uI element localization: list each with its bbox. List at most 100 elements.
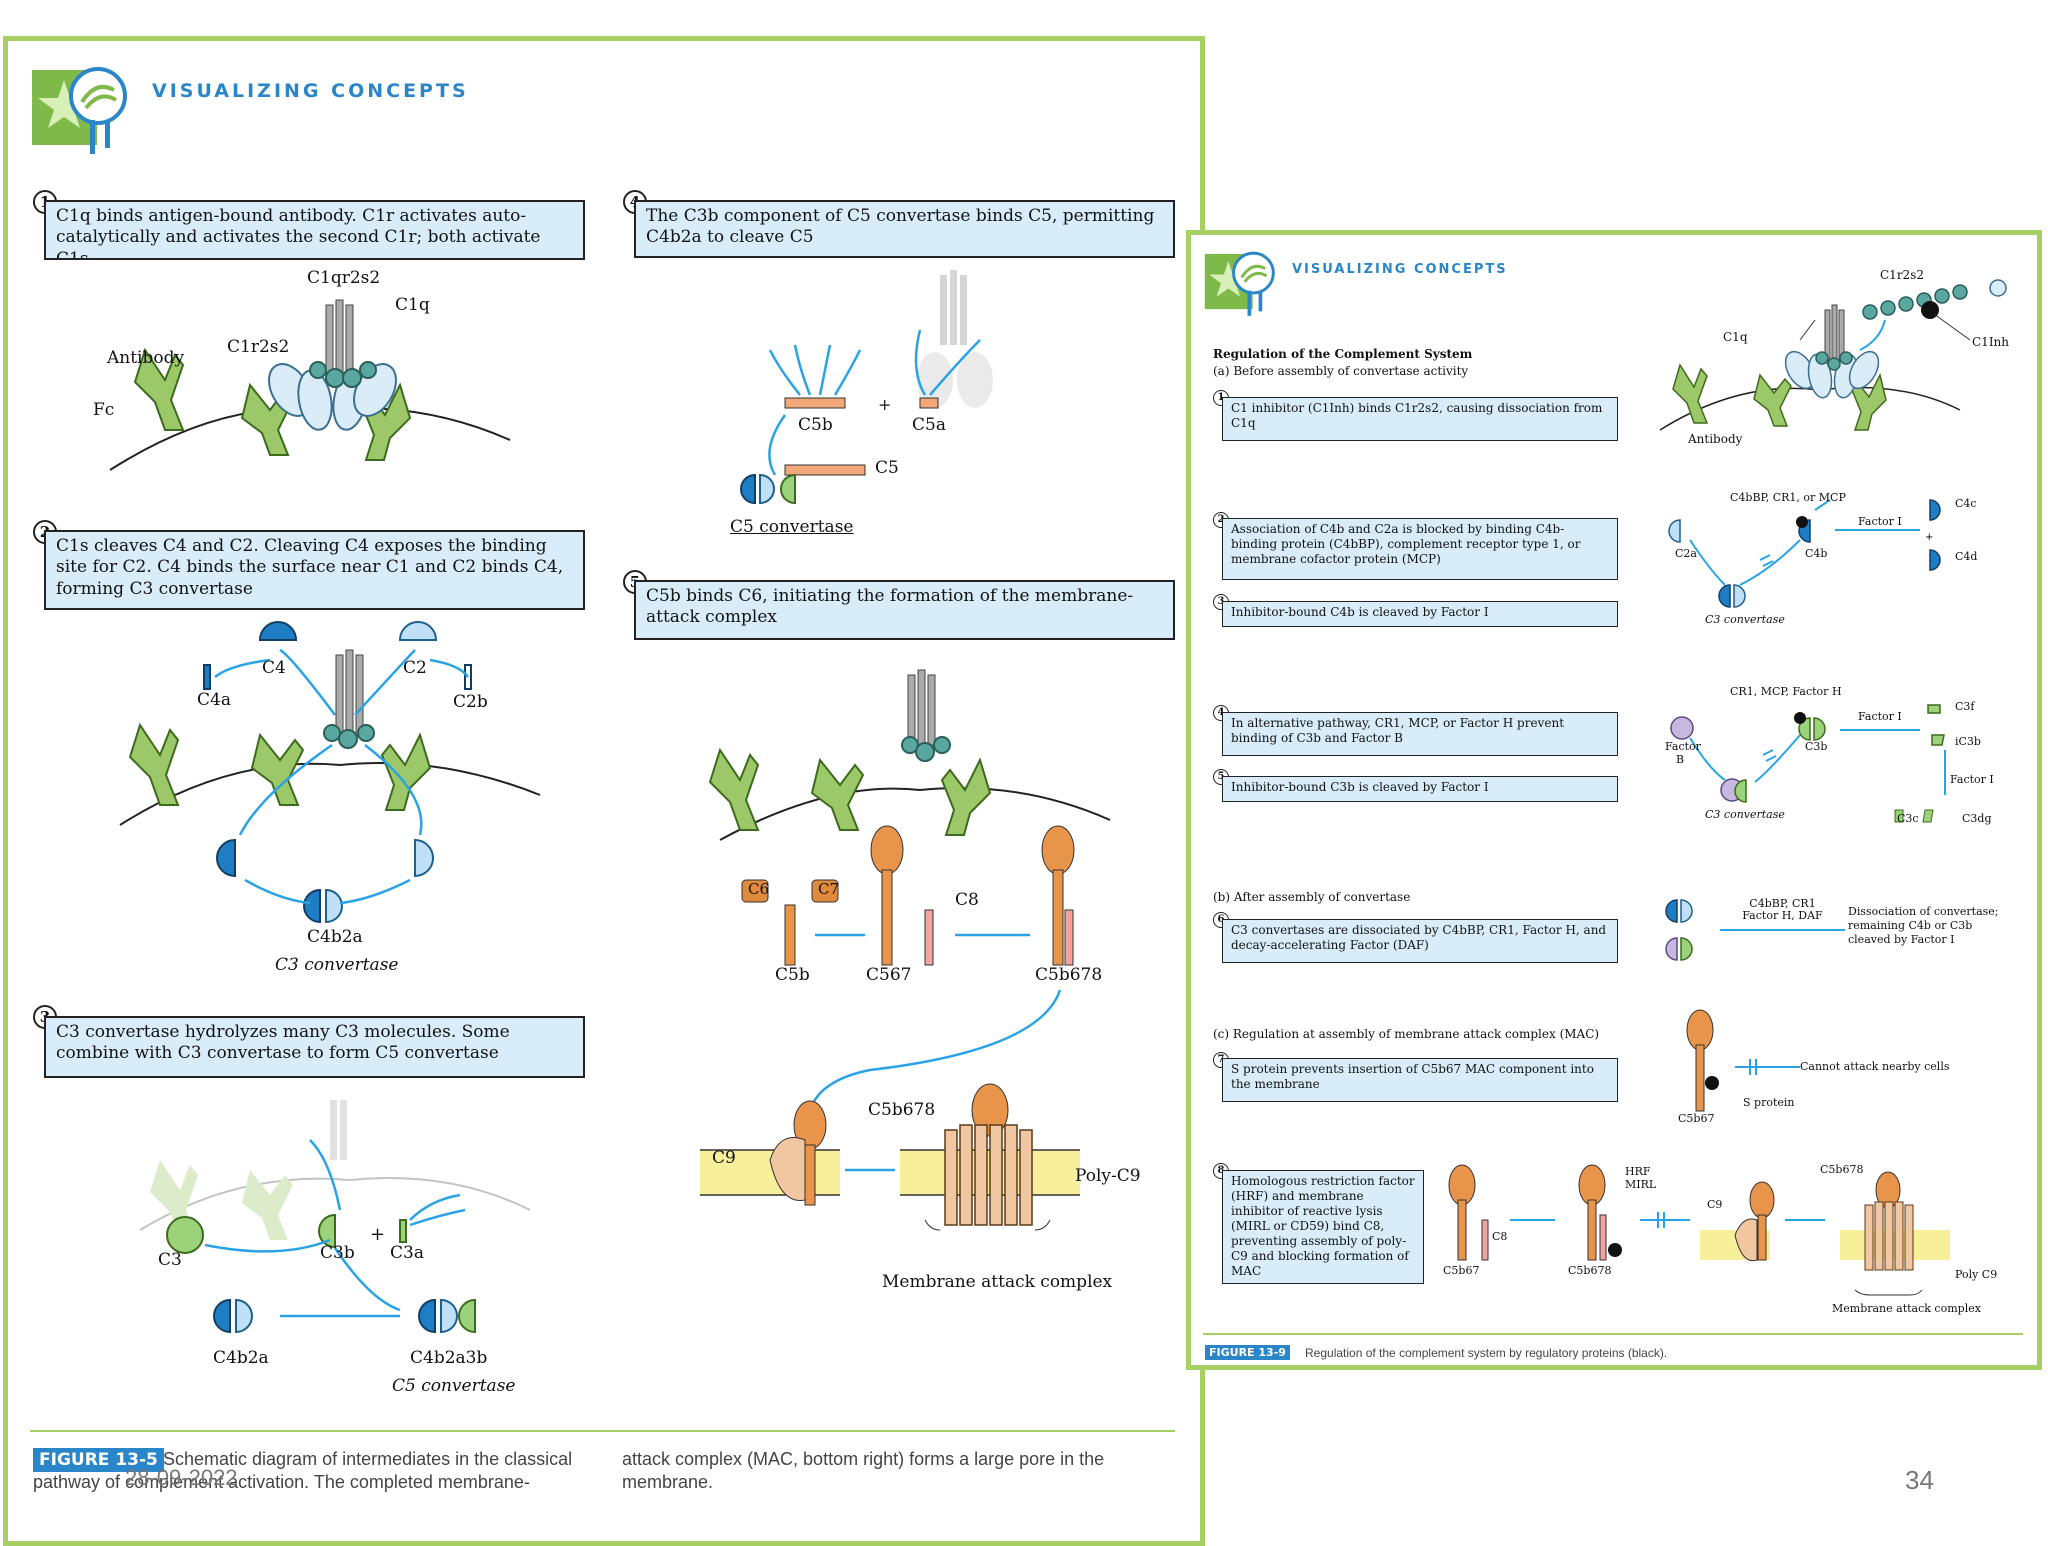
reg-c3-convertase-label-2: C3 convertase xyxy=(1705,808,1785,821)
section-b-heading: (b) After assembly of convertase xyxy=(1213,890,1411,904)
c5b678-label-2: C5b678 xyxy=(868,1100,936,1120)
reg-step-5-box: Inhibitor-bound C3b is cleaved by Factor… xyxy=(1222,776,1618,802)
reg-hrf-mirl-label: HRF MIRL xyxy=(1625,1165,1657,1192)
reg-antibody-label: Antibody xyxy=(1688,432,1743,446)
c5-label: C5 xyxy=(875,458,899,478)
reg-factor-i-label-2: Factor I xyxy=(1858,710,1902,723)
reg-step-3-box: Inhibitor-bound C4b is cleaved by Factor… xyxy=(1222,601,1618,627)
c9-label: C9 xyxy=(712,1148,736,1168)
reg-c5b67-label: C5b67 xyxy=(1678,1112,1715,1125)
c5-convertase-formation-illustration: + xyxy=(139,1100,531,1334)
c5b-label: C5b xyxy=(798,415,833,435)
reg-s-protein-label: S protein xyxy=(1743,1096,1795,1109)
section-c-heading: (c) Regulation at assembly of membrane a… xyxy=(1213,1027,1600,1041)
reg-factor-i-label-3: Factor I xyxy=(1950,773,1994,786)
visualizing-concepts-logo-icon-2 xyxy=(1204,251,1275,316)
reg-c3c-label: C3c xyxy=(1897,812,1919,825)
hrf-mirl-illustration xyxy=(1448,1164,1950,1296)
c4b2a-second-label: C4b2a xyxy=(213,1348,269,1368)
c3b-label: C3b xyxy=(320,1243,355,1263)
reg-c3dg-label: C3dg xyxy=(1962,812,1992,825)
reg-cr1-mcp-factor-h-label: CR1, MCP, Factor H xyxy=(1730,685,1842,698)
reg-c4c-label: C4c xyxy=(1955,497,1977,510)
reg-cannot-attack-label: Cannot attack nearby cells xyxy=(1800,1060,1950,1073)
c5-convertase-label: C5 convertase xyxy=(392,1376,516,1396)
c4b-regulation-illustration: + xyxy=(1668,499,1941,608)
c567-label: C567 xyxy=(866,965,912,985)
c2-label: C2 xyxy=(403,658,427,678)
c4-label: C4 xyxy=(262,658,286,678)
reg-step-6-box: C3 convertases are dissociated by C4bBP,… xyxy=(1222,919,1618,963)
c3-convertase-label: C3 convertase xyxy=(275,955,399,975)
figure-13-9-tag: FIGURE 13-9 xyxy=(1205,1345,1290,1360)
reg-step-8-box: Homologous restriction factor (HRF) and … xyxy=(1222,1170,1424,1284)
reg-dissociation-text: Dissociation of convertase; remaining C4… xyxy=(1848,905,1999,946)
mac-formation-illustration xyxy=(700,669,1111,1231)
s-protein-illustration xyxy=(1686,1009,1800,1112)
c5-convertase-label-2: C5 convertase xyxy=(730,517,854,537)
reg-step-1-box: C1 inhibitor (C1Inh) binds C1r2s2, causi… xyxy=(1222,397,1618,441)
c3a-label: C3a xyxy=(390,1243,424,1263)
antibody-label: Antibody xyxy=(107,348,185,368)
c4b2a3b-label: C4b2a3b xyxy=(410,1348,488,1368)
c3b-regulation-illustration xyxy=(1670,704,1946,823)
c5-cleavage-illustration: + xyxy=(740,270,993,505)
reg-c5b678-label-2: C5b678 xyxy=(1820,1163,1864,1176)
visualizing-concepts-header: VISUALIZING CONCEPTS xyxy=(152,80,469,102)
section-a-heading: (a) Before assembly of convertase activi… xyxy=(1213,364,1469,378)
c5a-label: C5a xyxy=(912,415,946,435)
reg-plus-sign: + xyxy=(1925,532,1933,543)
c1q-label: C1q xyxy=(395,295,430,315)
c1-inhibitor-illustration xyxy=(1659,279,2007,431)
reg-c4bbp-label: C4bBP, CR1, or MCP xyxy=(1730,491,1846,504)
step-5-box: C5b binds C6, initiating the formation o… xyxy=(634,580,1175,640)
c6-label: C6 xyxy=(748,880,770,898)
visualizing-concepts-logo-icon xyxy=(32,67,127,154)
reg-mac-label: Membrane attack complex xyxy=(1832,1302,1981,1315)
plus-sign-2: + xyxy=(878,395,891,414)
reg-step-4-box: In alternative pathway, CR1, MCP, or Fac… xyxy=(1222,712,1618,756)
c8-label: C8 xyxy=(955,890,979,910)
reg-c3b-label: C3b xyxy=(1805,740,1828,753)
reg-c3f-label: C3f xyxy=(1955,700,1975,713)
figure-13-5-caption-col2: attack complex (MAC, bottom right) forms… xyxy=(622,1449,1105,1493)
reg-c9-label: C9 xyxy=(1707,1198,1723,1211)
c2b-label: C2b xyxy=(453,692,488,712)
reg-factor-i-label: Factor I xyxy=(1858,515,1902,528)
poly-c9-label: Poly-C9 xyxy=(1075,1166,1141,1186)
c1-binding-illustration xyxy=(109,299,511,471)
reg-ic3b-label: iC3b xyxy=(1955,735,1981,748)
figure-13-5-tag: FIGURE 13-5 xyxy=(33,1448,164,1472)
reg-c5b678-label: C5b678 xyxy=(1568,1264,1612,1277)
reg-c1inh-label: C1Inh xyxy=(1972,335,2010,349)
c1qr2s2-label: C1qr2s2 xyxy=(307,268,381,288)
c1r2s2-label: C1r2s2 xyxy=(227,337,290,357)
reg-c4b-label: C4b xyxy=(1805,547,1828,560)
step-3-box: C3 convertase hydrolyzes many C3 molecul… xyxy=(44,1016,585,1078)
reg-c1q-label: C1q xyxy=(1723,330,1748,344)
reg-factor-b-label: Factor B xyxy=(1665,740,1701,766)
reg-c1r2s2-label: C1r2s2 xyxy=(1880,268,1924,282)
figure-13-5-caption-col1: Schematic diagram of intermediates in th… xyxy=(33,1449,573,1493)
c5b-label-2: C5b xyxy=(775,965,810,985)
reg-poly-c9-label: Poly C9 xyxy=(1955,1268,1998,1281)
fc-label: Fc xyxy=(93,400,115,420)
plus-sign: + xyxy=(370,1224,385,1245)
c4a-label: C4a xyxy=(197,690,231,710)
reg-step-7-box: S protein prevents insertion of C5b67 MA… xyxy=(1222,1058,1618,1102)
step-1-box: C1q binds antigen-bound antibody. C1r ac… xyxy=(44,200,585,260)
step-2-box: C1s cleaves C4 and C2. Cleaving C4 expos… xyxy=(44,530,585,610)
c5b678-label: C5b678 xyxy=(1035,965,1103,985)
caption-rule xyxy=(30,1430,1175,1432)
c4b2a-label: C4b2a xyxy=(307,927,363,947)
slide-number: 34 xyxy=(1905,1465,1934,1495)
caption-rule-2 xyxy=(1203,1333,2023,1335)
reg-c8-label: C8 xyxy=(1492,1230,1508,1243)
c3-label: C3 xyxy=(158,1250,182,1270)
reg-c5b67-label-2: C5b67 xyxy=(1443,1264,1480,1277)
convertase-dissociation-illustration xyxy=(1665,899,1845,961)
reg-c3-convertase-label: C3 convertase xyxy=(1705,613,1785,626)
reg-c4d-label: C4d xyxy=(1955,550,1978,563)
figure-13-9-caption: Regulation of the complement system by r… xyxy=(1305,1346,1668,1360)
reg-step-2-box: Association of C4b and C2a is blocked by… xyxy=(1222,518,1618,580)
